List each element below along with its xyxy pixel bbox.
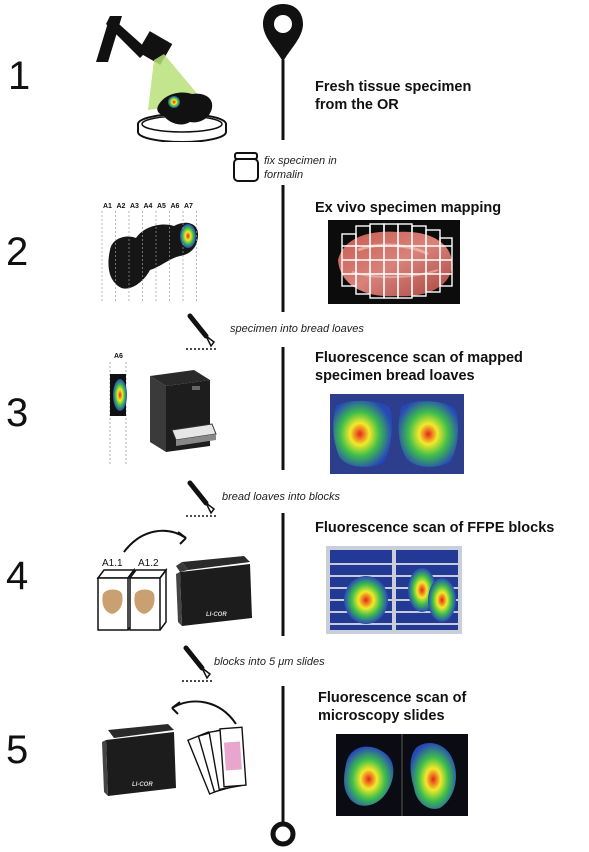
step-title-2: Ex vivo specimen mapping — [315, 199, 575, 217]
step-title-4-line1: Fluorescence scan of FFPE blocks — [315, 520, 555, 536]
transition-note-2: specimen into bread loaves — [230, 323, 364, 335]
timeline — [263, 4, 303, 847]
timeline-end-icon — [270, 821, 296, 847]
map-column-label: A5 — [157, 203, 166, 210]
step-title-5-line1: Fluorescence scan of — [318, 690, 467, 706]
step-title-5-line2: microscopy slides — [318, 708, 445, 724]
block-label-a12: A1.2 — [138, 558, 159, 569]
cabinet-scanner-icon — [150, 370, 217, 452]
ffpe-blocks-illustration: A1.1 A1.2 LI-COR — [96, 529, 252, 631]
step-title-5: Fluorescence scan of microscopy slides — [318, 689, 578, 725]
step-title-4: Fluorescence scan of FFPE blocks — [315, 519, 585, 537]
loaf-label: A6 — [114, 353, 123, 360]
step-number-4: 4 — [6, 554, 29, 598]
curved-arrow-icon — [123, 529, 187, 553]
step-number-1: 1 — [8, 54, 31, 98]
bread-loaf-slice: A6 — [109, 353, 127, 466]
microscopy-slides-icon — [187, 726, 247, 795]
scalpel-icon — [182, 645, 214, 682]
transition-note-4: blocks into 5 μm slides — [214, 656, 325, 668]
step-title-1: Fresh tissue specimen from the OR — [315, 78, 575, 114]
transition-note-3: bread loaves into blocks — [222, 491, 341, 503]
fluorescence-blocks-photo — [326, 546, 462, 634]
map-column-label: A4 — [144, 203, 153, 210]
svg-text:LI-COR: LI-COR — [132, 782, 153, 788]
block-label-a11: A1.1 — [102, 558, 123, 569]
map-pin-icon — [263, 4, 303, 62]
scalpel-icon — [186, 480, 218, 517]
step-title-1-line1: Fresh tissue specimen — [315, 79, 472, 95]
step-title-2-line1: Ex vivo specimen mapping — [315, 200, 502, 216]
formalin-jar-icon — [233, 152, 259, 182]
fluorescence-loaves-photo — [330, 394, 464, 474]
map-column-label: A6 — [171, 203, 180, 210]
step-number-5: 5 — [6, 728, 29, 772]
slides-illustration: LI-COR — [102, 700, 247, 796]
step-number-2: 2 — [6, 230, 29, 274]
licor-scanner-icon: LI-COR — [176, 556, 252, 626]
map-column-label: A1 — [103, 203, 112, 210]
licor-scanner-icon: LI-COR — [102, 724, 176, 796]
mapped-tissue-icon — [108, 222, 198, 289]
map-column-label: A7 — [184, 203, 193, 210]
mapping-grid-overlay — [341, 223, 453, 299]
specimen-mapping-grid: A1 A2 A3 A4 A5 A6 A7 — [101, 203, 198, 302]
fluorescence-slides-photo — [336, 734, 468, 816]
step-title-3-line1: Fluorescence scan of mapped — [315, 350, 523, 366]
transition-note-1-line2: formalin — [264, 169, 304, 181]
step-title-3-line2: specimen bread loaves — [315, 368, 475, 384]
imaging-lamp-illustration — [96, 16, 227, 142]
transition-note-1-line1: fix specimen in — [264, 155, 337, 167]
step-number-3: 3 — [6, 391, 29, 435]
map-column-label: A3 — [130, 203, 139, 210]
curved-arrow-icon — [171, 700, 237, 725]
svg-text:LI-COR: LI-COR — [206, 612, 227, 618]
map-column-label: A2 — [117, 203, 126, 210]
scalpel-icon — [186, 313, 218, 350]
transition-note-1: fix specimen in formalin — [264, 154, 337, 182]
ex-vivo-specimen-photo — [328, 220, 460, 304]
step-title-3: Fluorescence scan of mapped specimen bre… — [315, 349, 580, 385]
step-title-1-line2: from the OR — [315, 97, 399, 113]
